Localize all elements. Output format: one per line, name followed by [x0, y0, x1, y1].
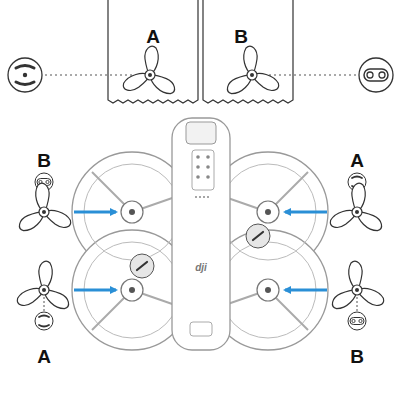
propeller-label: A — [350, 151, 364, 170]
packet-label: B — [234, 27, 248, 46]
propeller-label: B — [37, 151, 51, 170]
brand-logo: dji — [195, 263, 207, 273]
propeller-label: A — [37, 347, 51, 366]
propeller-packet — [108, 0, 198, 103]
propeller-label: B — [350, 347, 364, 366]
propeller-packet — [203, 0, 293, 103]
packet-label: A — [146, 27, 160, 46]
